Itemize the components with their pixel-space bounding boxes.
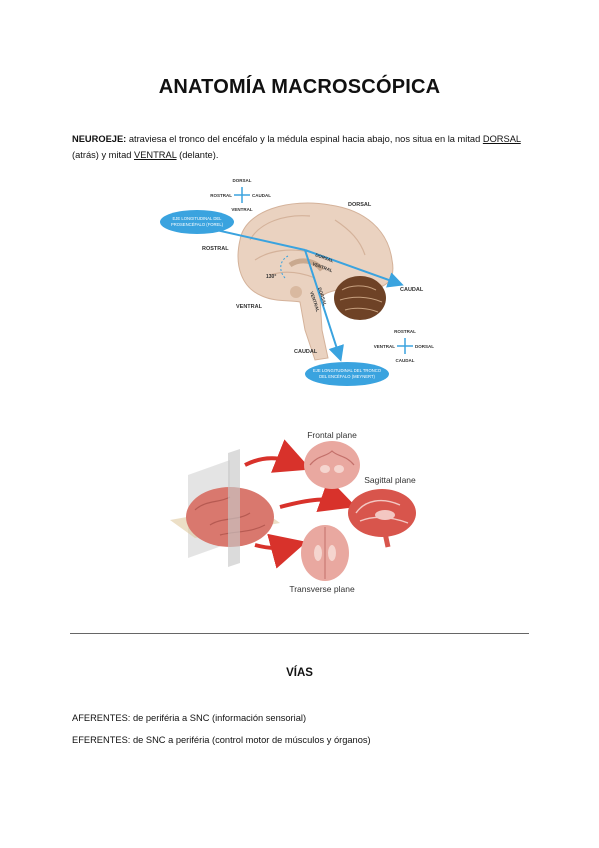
label-stem-dorsal: DORSAL	[317, 287, 328, 307]
compass-top-left: ROSTRAL	[210, 193, 232, 198]
label-caudal-bottom: CAUDAL	[294, 349, 318, 355]
neuroeje-text-3: (delante).	[176, 150, 219, 160]
page-title: ANATOMÍA MACROSCÓPICA	[158, 76, 441, 98]
meynert-bubble-line1: EJE LONGITUDINAL DEL TRONCO	[313, 368, 382, 373]
compass-top: DORSAL ROSTRAL CAUDAL VENTRAL	[210, 178, 271, 212]
compass-top-up: DORSAL	[233, 178, 252, 183]
compass-top-right: CAUDAL	[252, 193, 271, 198]
compass-bottom: ROSTRAL VENTRAL DORSAL CAUDAL	[374, 329, 435, 363]
forel-bubble-line1: EJE LONGITUDINAL DEL	[173, 216, 223, 221]
neuroeje-term: NEUROEJE:	[72, 134, 127, 144]
compass-bottom-right: DORSAL	[415, 344, 434, 349]
sagittal-section: Sagittal plane	[348, 475, 416, 548]
meynert-bubble-line2: DEL ENCÉFALO (MEYNERT)	[319, 374, 375, 379]
compass-bottom-up: ROSTRAL	[394, 329, 416, 334]
sagittal-plane-label: Sagittal plane	[364, 475, 416, 485]
label-caudal-right: CAUDAL	[400, 287, 424, 293]
vias-heading: VÍAS	[286, 667, 313, 679]
neuroeje-text-2: (atrás) y mitad	[72, 150, 134, 160]
meynert-bubble: EJE LONGITUDINAL DEL TRONCO DEL ENCÉFALO…	[305, 362, 389, 386]
transverse-section: Transverse plane	[289, 525, 355, 594]
neuroaxis-diagram: DORSAL ROSTRAL CAUDAL VENTRAL EJE LONGIT…	[160, 178, 435, 386]
dorsal-term: DORSAL	[482, 134, 521, 144]
section-divider	[70, 633, 529, 634]
label-ventral: VENTRAL	[236, 304, 263, 310]
forel-bubble-line2: PROSENCÉFALO (FOREL)	[171, 222, 224, 227]
neuroeje-text-1: atraviesa el tronco del encéfalo y la mé…	[126, 134, 483, 144]
arrow-transverse	[254, 533, 307, 569]
transverse-plane-label: Transverse plane	[289, 584, 355, 594]
arrow-frontal	[244, 439, 312, 473]
brain-planes-diagram: Frontal plane Sagittal plane Transverse …	[170, 430, 416, 594]
label-stem-ventral: VENTRAL	[309, 291, 320, 313]
meynert-axis	[304, 249, 344, 362]
arrow-sagittal	[279, 478, 357, 512]
forel-bubble: EJE LONGITUDINAL DEL PROSENCÉFALO (FOREL…	[160, 210, 234, 234]
neuroeje-paragraph: NEUROEJE: atraviesa el tronco del encéfa…	[72, 131, 542, 163]
label-axis-dorsal: DORSAL	[315, 252, 335, 263]
compass-bottom-left: VENTRAL	[374, 344, 396, 349]
frontal-section: Frontal plane	[304, 430, 360, 489]
compass-top-down: VENTRAL	[231, 207, 253, 212]
ventral-term: VENTRAL	[134, 150, 177, 160]
efferent-line: EFERENTES: de SNC a periféria (control m…	[72, 735, 371, 745]
forel-axis-caudal	[304, 249, 404, 288]
compass-bottom-down: CAUDAL	[396, 358, 415, 363]
label-rostral: ROSTRAL	[202, 246, 229, 252]
frontal-plane-label: Frontal plane	[307, 430, 357, 440]
brain-3d	[170, 449, 280, 567]
label-dorsal: DORSAL	[348, 202, 372, 208]
afferent-line: AFERENTES: de periféria a SNC (informaci…	[72, 713, 307, 723]
label-angle: 130°	[266, 274, 276, 280]
